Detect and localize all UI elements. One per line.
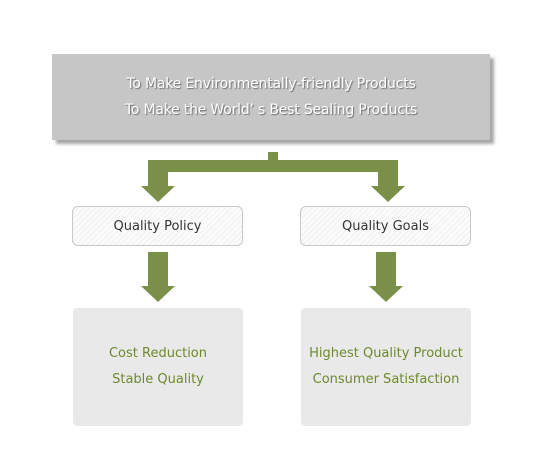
arrow-to-goals-items xyxy=(369,252,403,302)
connector-stem xyxy=(268,152,278,162)
connector-bar xyxy=(148,160,398,172)
quality-policy-label: Quality Policy xyxy=(113,218,202,234)
quality-goals-label: Quality Goals xyxy=(342,218,429,234)
quality-policy-box: Quality Policy xyxy=(72,206,243,246)
mission-box: To Make Environmentally-friendly Product… xyxy=(52,54,490,140)
arrow-to-policy-items xyxy=(141,252,175,302)
goal-item-consumer-satisfaction: Consumer Satisfaction xyxy=(312,372,460,387)
arrow-to-quality-goals xyxy=(371,160,405,202)
policy-item-cost-reduction: Cost Reduction xyxy=(108,346,208,361)
arrow-to-quality-policy xyxy=(141,160,175,202)
quality-policy-items: Cost Reduction Stable Quality xyxy=(73,308,243,426)
mission-line-2: To Make the World’ s Best Sealing Produc… xyxy=(124,102,418,118)
mission-line-1: To Make Environmentally-friendly Product… xyxy=(126,76,416,92)
quality-goals-box: Quality Goals xyxy=(300,206,471,246)
quality-goals-items: Highest Quality Product Consumer Satisfa… xyxy=(301,308,471,426)
policy-item-stable-quality: Stable Quality xyxy=(112,372,204,387)
goal-item-highest-quality: Highest Quality Product xyxy=(309,346,463,361)
